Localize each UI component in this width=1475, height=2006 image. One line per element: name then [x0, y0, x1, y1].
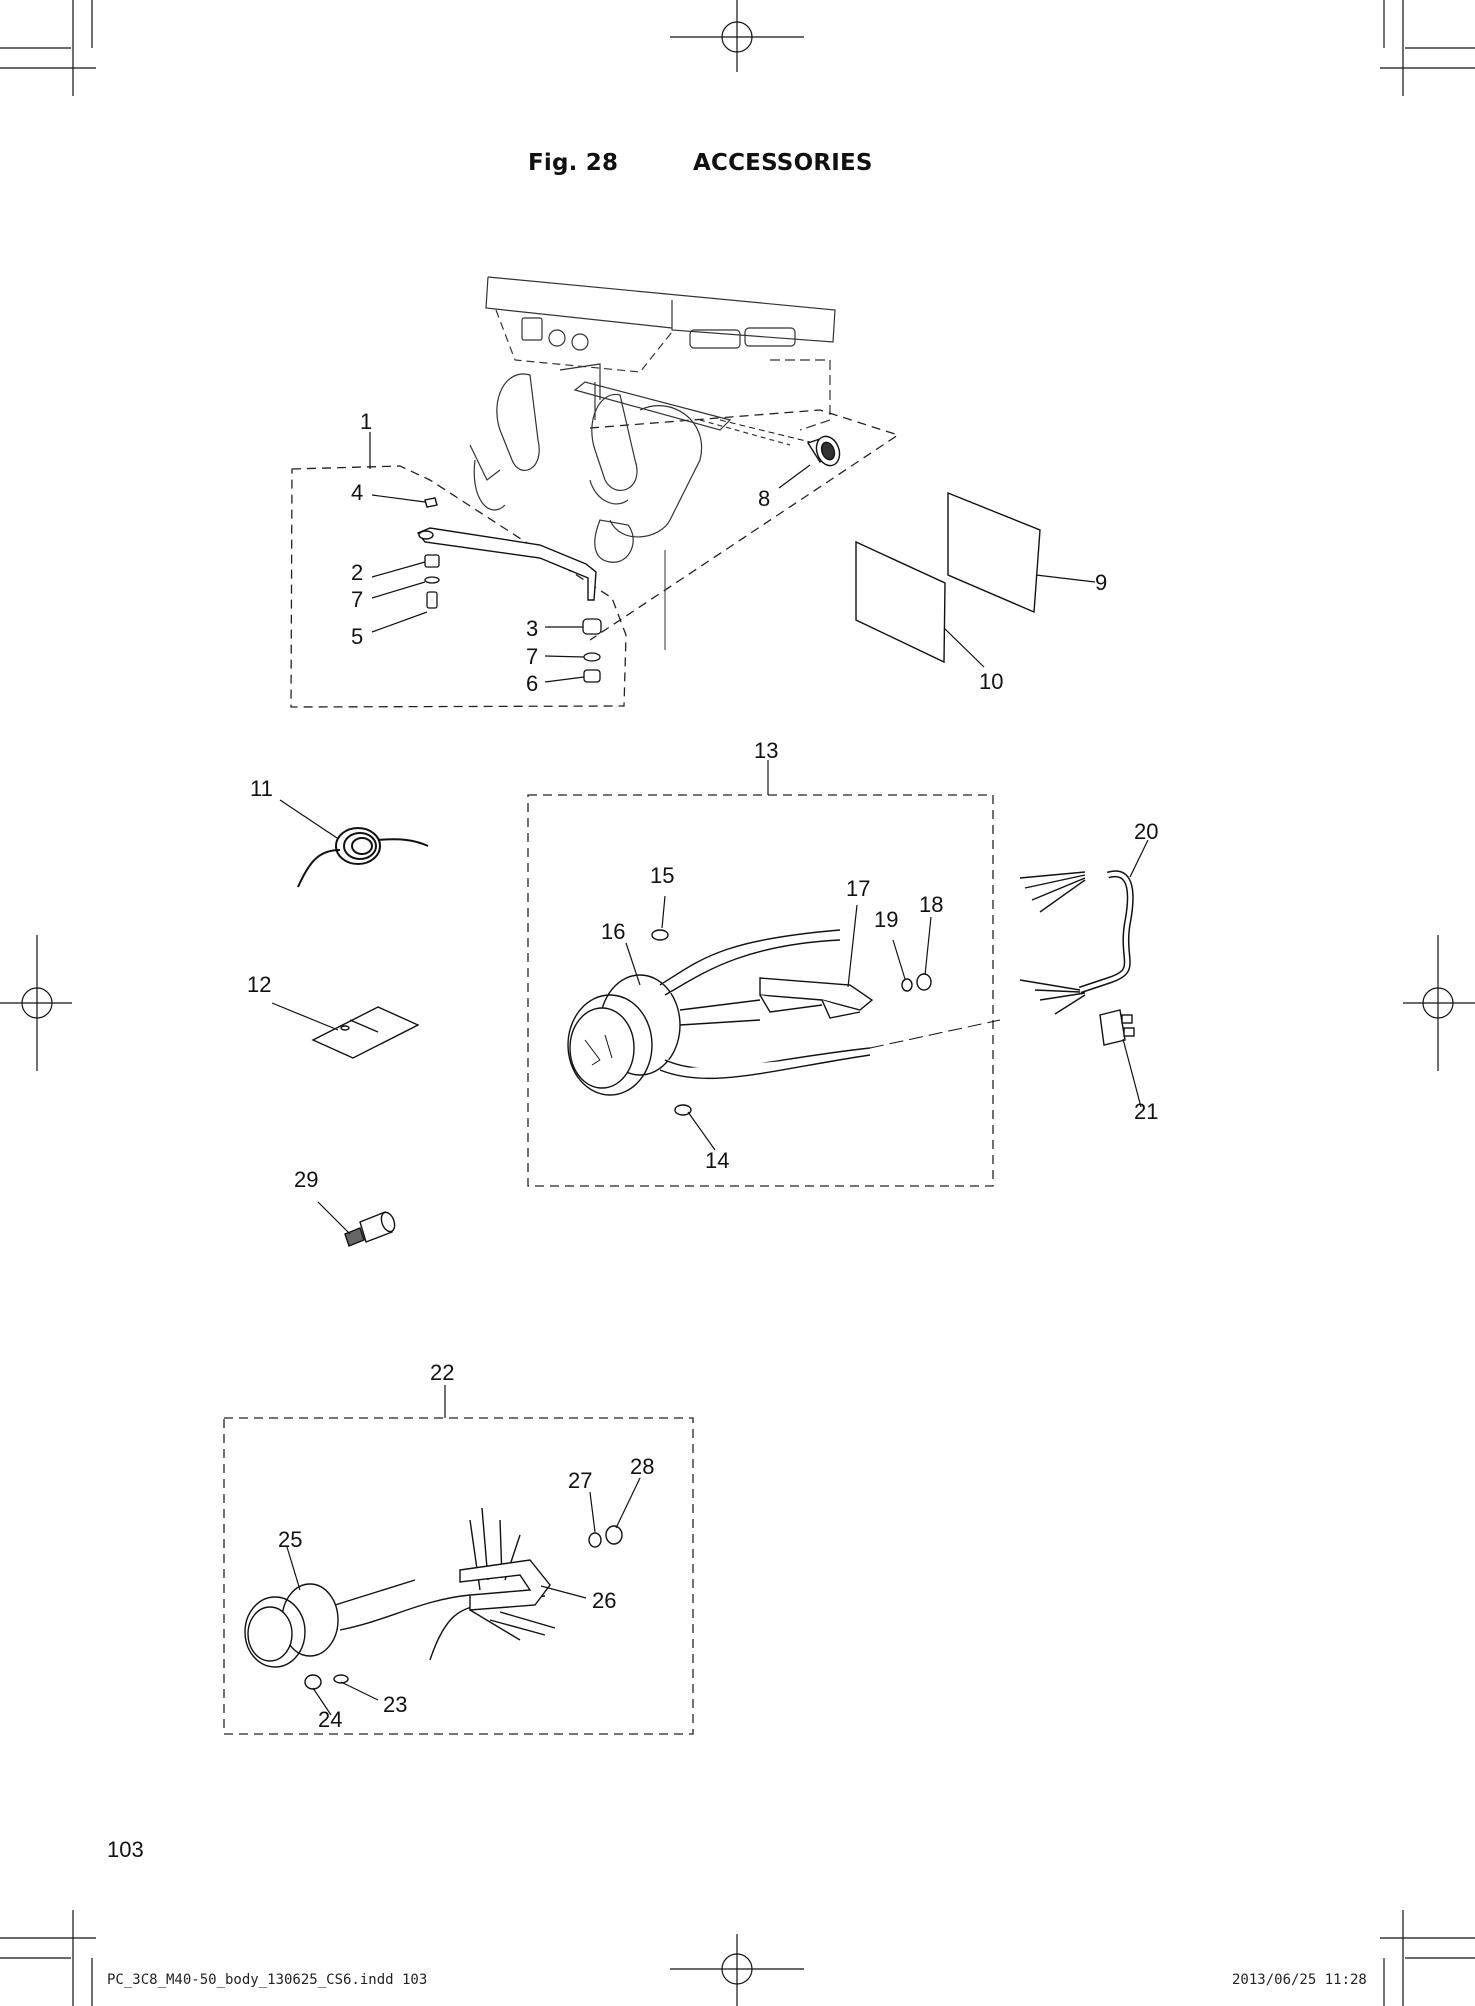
leader-lines — [271, 432, 1149, 1716]
callout-7b: 7 — [526, 644, 538, 669]
callout-9: 9 — [1095, 570, 1107, 595]
callout-27: 27 — [568, 1468, 592, 1493]
callout-12: 12 — [247, 972, 271, 997]
kit-box-1 — [290, 465, 627, 708]
callout-2: 2 — [351, 560, 363, 585]
callout-20: 20 — [1134, 819, 1158, 844]
gauge-assembly — [244, 1507, 623, 1690]
callout-26: 26 — [592, 1588, 616, 1613]
plate-parts — [855, 491, 1041, 664]
callout-22: 22 — [430, 1360, 454, 1385]
cap-part — [719, 419, 841, 467]
pouch-part — [311, 1006, 420, 1059]
callout-29: 29 — [294, 1167, 318, 1192]
page-number: 103 — [107, 1837, 144, 1862]
callout-1: 1 — [360, 409, 372, 434]
kit-boxes — [223, 409, 994, 1735]
callout-19: 19 — [874, 907, 898, 932]
harness-part — [1019, 870, 1134, 1015]
pin-part — [424, 497, 438, 508]
figure-title: ACCESSORIES — [693, 150, 873, 176]
slug-file-info: PC_3C8_M40-50_body_130625_CS6.indd 103 — [107, 1972, 428, 1988]
connector-part — [1099, 1009, 1135, 1046]
kit-box-13 — [527, 794, 994, 1187]
callout-labels: 1 2 3 4 5 6 7 7 8 9 10 11 12 13 14 15 16… — [247, 409, 1158, 1732]
steering-rod-part — [416, 527, 597, 601]
callout-23: 23 — [383, 1692, 407, 1717]
registration-mark-left — [0, 935, 72, 1071]
coiled-cord-part — [297, 827, 429, 888]
callout-8: 8 — [758, 486, 770, 511]
left-fastener-stack — [424, 554, 440, 609]
callout-25: 25 — [278, 1527, 302, 1552]
slug-timestamp: 2013/06/25 11:28 — [1232, 1972, 1367, 1988]
registration-mark-bottom — [670, 1934, 804, 2006]
engine-bracket-phantom — [469, 276, 836, 650]
right-fastener-stack — [582, 618, 602, 683]
callout-3: 3 — [526, 616, 538, 641]
figure-label: Fig. 28 — [528, 150, 619, 176]
callout-10: 10 — [979, 669, 1003, 694]
callout-4: 4 — [351, 480, 363, 505]
callout-11: 11 — [250, 776, 273, 801]
callout-21: 21 — [1134, 1099, 1158, 1124]
callout-28: 28 — [630, 1454, 654, 1479]
registration-mark-right — [1403, 935, 1475, 1071]
callout-24: 24 — [318, 1707, 342, 1732]
callout-15: 15 — [650, 863, 674, 888]
callout-6: 6 — [526, 671, 538, 696]
callout-18: 18 — [919, 892, 943, 917]
callout-13: 13 — [754, 738, 778, 763]
callout-17: 17 — [846, 876, 870, 901]
meter-assembly — [567, 929, 1001, 1116]
callout-5: 5 — [351, 624, 363, 649]
registration-mark-top — [670, 0, 804, 72]
kit-box-22 — [223, 1417, 694, 1735]
kit-1-guide — [589, 409, 900, 641]
callout-14: 14 — [705, 1148, 729, 1173]
callout-16: 16 — [601, 919, 625, 944]
callout-7a: 7 — [351, 587, 363, 612]
plug-part — [344, 1211, 396, 1247]
